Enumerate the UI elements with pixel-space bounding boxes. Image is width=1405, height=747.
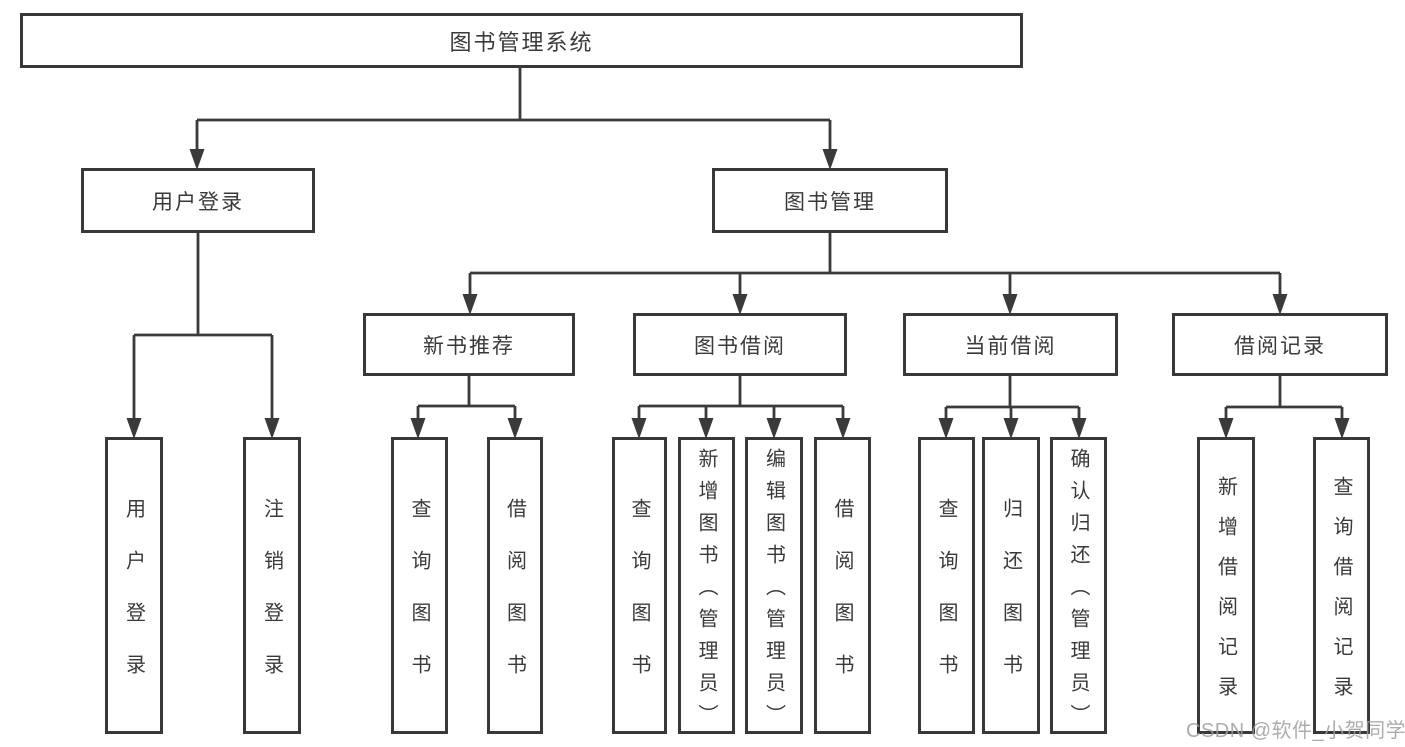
arrowhead-icon — [835, 418, 851, 439]
leaf-user-login: 用户登录 — [105, 437, 163, 734]
arrowhead-icon — [1272, 294, 1288, 315]
node-borrow-records: 借阅记录 — [1172, 313, 1388, 376]
connector-line — [468, 232, 1282, 301]
arrowhead-icon — [189, 149, 205, 170]
connector-line — [416, 375, 517, 425]
leaf-confirm-return-admin: 确认归还（管理员） — [1050, 437, 1107, 736]
arrowhead-icon — [1071, 418, 1087, 439]
arrowhead-icon — [698, 418, 714, 439]
arrowhead-icon — [766, 418, 782, 439]
leaf-add-borrow-record: 新增借阅记录 — [1197, 437, 1255, 734]
leaf-current-query-book: 查询图书 — [918, 437, 975, 734]
arrowhead-icon — [1002, 294, 1018, 315]
node-book-borrow: 图书借阅 — [633, 313, 847, 376]
node-book-management: 图书管理 — [712, 168, 948, 233]
arrowhead-icon — [1003, 418, 1019, 439]
node-user-login: 用户登录 — [81, 168, 315, 233]
arrowhead-icon — [732, 294, 748, 315]
arrowhead-icon — [462, 294, 478, 315]
leaf-query-borrow-record: 查询借阅记录 — [1313, 437, 1370, 734]
leaf-return-book: 归还图书 — [982, 437, 1040, 734]
csdn-watermark: CSDN @软件_小贺同学 — [1186, 720, 1405, 742]
node-current-borrow: 当前借阅 — [903, 313, 1118, 376]
connector-line — [132, 232, 274, 425]
connector-line — [1224, 375, 1344, 425]
leaf-edit-book-admin: 编辑图书（管理员） — [745, 437, 803, 736]
leaf-borrow-query-book: 查询图书 — [612, 437, 667, 734]
node-new-book-recommend: 新书推荐 — [363, 313, 575, 376]
arrowhead-icon — [822, 149, 838, 170]
leaf-add-book-admin: 新增图书（管理员） — [678, 437, 735, 736]
leaf-logout: 注销登录 — [243, 437, 301, 734]
arrowhead-icon — [507, 418, 523, 439]
connector-line — [637, 375, 845, 425]
connector-line — [944, 375, 1081, 425]
arrowhead-icon — [938, 418, 954, 439]
leaf-recommend-query-book: 查询图书 — [391, 437, 448, 734]
arrowhead-icon — [1218, 418, 1234, 439]
arrowhead-icon — [264, 418, 280, 439]
arrowhead-icon — [1334, 418, 1350, 439]
arrowhead-icon — [126, 418, 142, 439]
leaf-recommend-borrow-book: 借阅图书 — [487, 437, 543, 734]
node-library-management-system: 图书管理系统 — [20, 13, 1023, 68]
arrowhead-icon — [631, 418, 647, 439]
connector-line — [195, 68, 832, 156]
leaf-borrow-book: 借阅图书 — [814, 437, 871, 734]
arrowhead-icon — [410, 418, 426, 439]
